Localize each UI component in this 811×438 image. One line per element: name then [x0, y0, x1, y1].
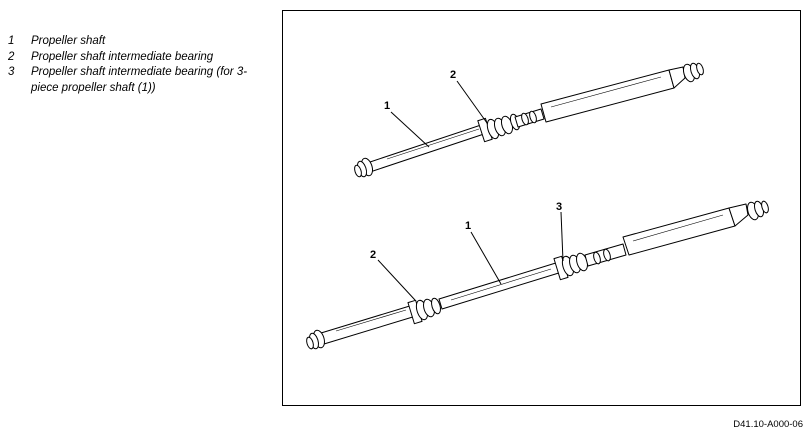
legend-item-1: 1 Propeller shaft — [8, 34, 270, 50]
legend-text: Propeller shaft intermediate bearing — [31, 50, 214, 63]
upper-propeller-shaft — [354, 62, 704, 178]
lower-middle-tube — [438, 261, 563, 310]
callout-upper-shaft: 1 — [384, 100, 390, 112]
figure-frame: 1 2 1 2 3 — [282, 10, 801, 406]
legend-number: 3 — [8, 66, 15, 78]
leader-line — [470, 231, 502, 285]
propeller-shaft-illustration: 1 2 1 2 3 — [306, 62, 769, 350]
leader-line — [456, 80, 488, 124]
lower-front-tube — [320, 304, 417, 345]
legend-text: Propeller shaft — [31, 35, 106, 47]
lower-propeller-shaft — [306, 200, 769, 350]
callout-lower-shaft: 1 — [465, 220, 471, 232]
legend-item-3: 3 Propeller shaft intermediate bearing (… — [8, 65, 270, 96]
callout-lower-bearing-rear: 3 — [556, 201, 562, 213]
lower-rear-intermediate-bearing — [553, 252, 588, 281]
upper-front-tube — [366, 122, 491, 173]
legend-text: Propeller shaft intermediate bearing (fo… — [31, 66, 248, 94]
callout-upper-bearing: 2 — [450, 69, 456, 81]
leader-line — [560, 211, 564, 262]
legend: 1 Propeller shaft 2 Propeller shaft inte… — [8, 34, 270, 96]
leader-line — [390, 111, 430, 148]
upper-rear-tube — [540, 69, 675, 123]
legend-number: 2 — [8, 50, 15, 63]
document-id: D41.10-A000-06 — [733, 419, 803, 430]
lower-front-intermediate-bearing — [407, 297, 441, 325]
callout-leaders — [377, 80, 564, 301]
leader-line — [377, 259, 416, 301]
legend-number: 1 — [8, 35, 15, 47]
callout-lower-bearing-front: 2 — [370, 249, 376, 261]
lower-rear-tube — [622, 207, 736, 256]
legend-item-2: 2 Propeller shaft intermediate bearing — [8, 50, 270, 66]
